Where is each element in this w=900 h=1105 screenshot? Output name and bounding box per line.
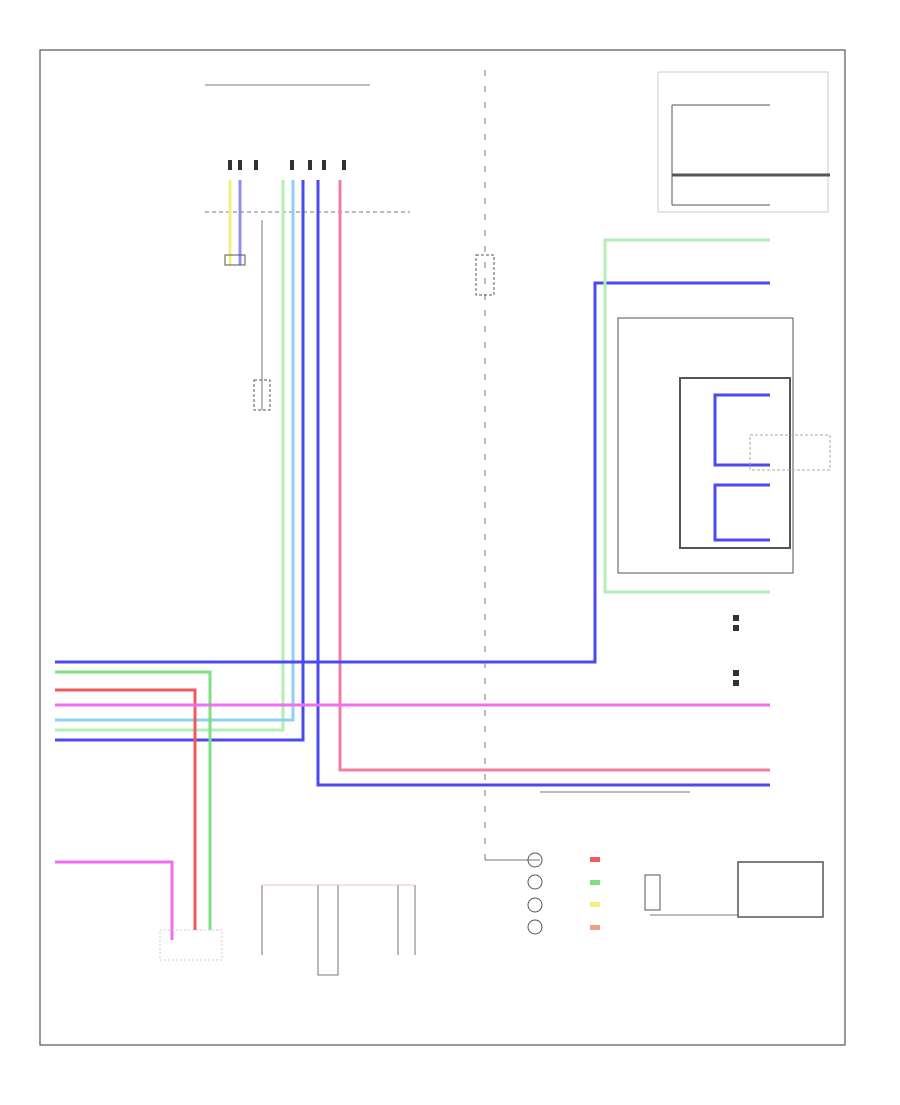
wire-pink-low [55, 860, 174, 940]
wire-lt-green [55, 180, 285, 732]
left-connector-stub [224, 180, 271, 411]
wire-blue-h [55, 281, 770, 664]
wire-green-right [603, 238, 770, 594]
diagram-frame [39, 49, 846, 1046]
center-ground-wire [475, 70, 540, 861]
wire-red-h [55, 688, 197, 930]
wire-blue-long [316, 180, 770, 787]
bottom-right-sensor [527, 852, 824, 935]
wire-pink-long [338, 180, 770, 772]
right-component-top [657, 71, 830, 213]
wire-blue-v [55, 180, 305, 742]
wire-lt-blue [55, 180, 295, 722]
right-terminal-connectors [540, 615, 739, 793]
horizontal-bus [55, 281, 770, 940]
right-component-mid [617, 317, 831, 574]
vertical-wire-bundle [55, 180, 770, 787]
bottom-connectors [159, 884, 416, 976]
top-connector-group [205, 84, 410, 213]
wire-green-h [55, 670, 212, 930]
